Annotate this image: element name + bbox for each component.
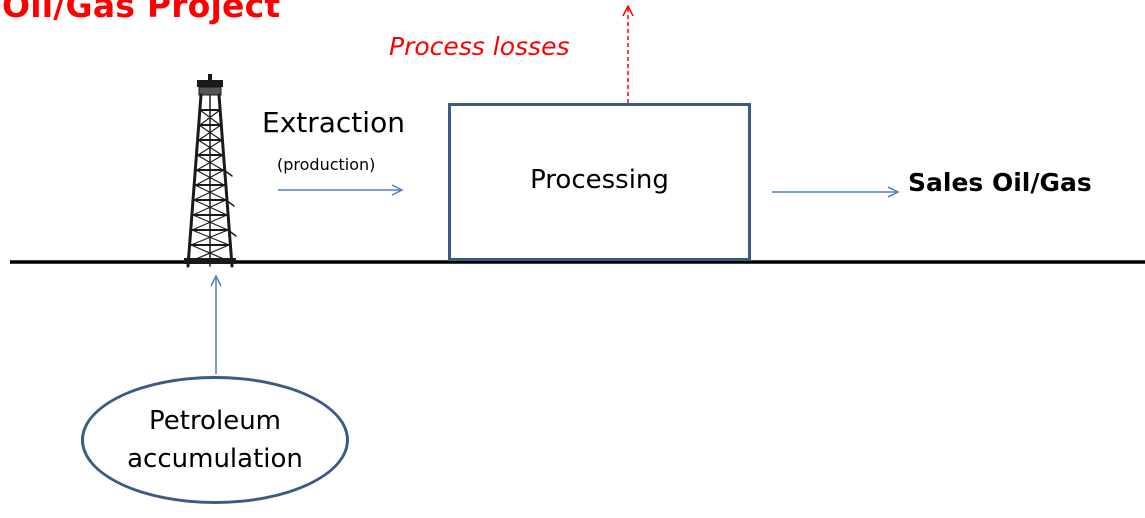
production-sublabel: (production) — [277, 155, 376, 174]
extraction-label: Extraction — [262, 106, 405, 139]
processing-box: Processing — [448, 103, 751, 261]
accumulation-line-2: accumulation — [127, 444, 303, 474]
petroleum-accumulation-ellipse: Petroleum accumulation — [81, 376, 349, 504]
accumulation-line-1: Petroleum — [149, 406, 281, 436]
sales-oil-gas-label: Sales Oil/Gas — [908, 168, 1092, 197]
process-losses-label: Process losses — [389, 32, 570, 61]
diagram-title: Oil/Gas Project — [2, 0, 281, 25]
drilling-rig-icon — [184, 74, 237, 268]
processing-label: Processing — [530, 165, 669, 195]
